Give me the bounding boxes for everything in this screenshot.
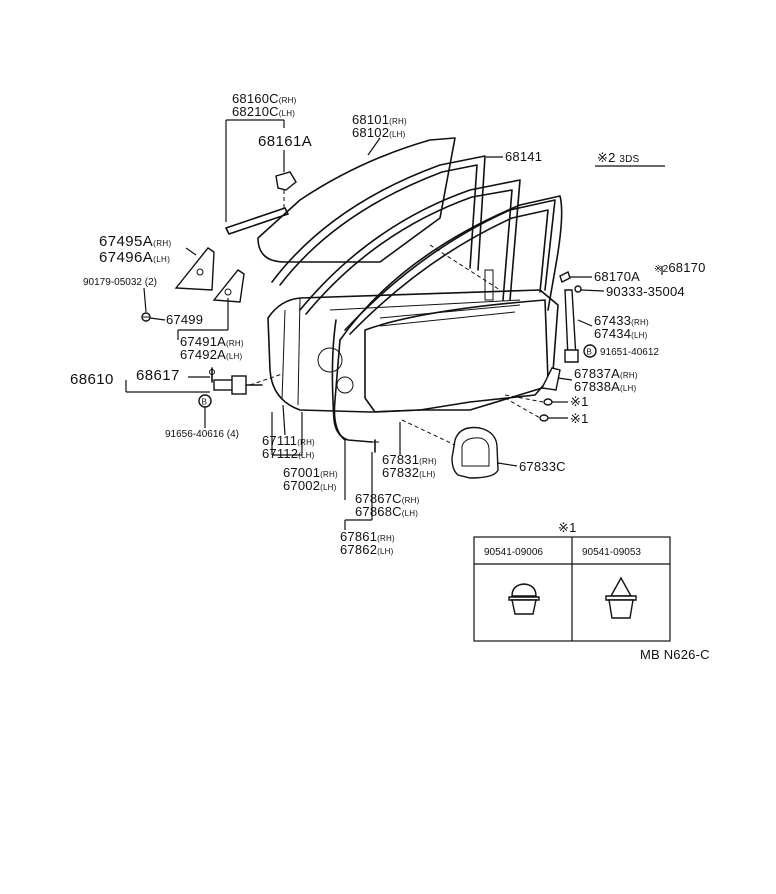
rod-clip [371, 439, 379, 453]
label-67837a: 67837A(RH) [574, 366, 638, 381]
clip-inset-table: ※1 90541-09006 90541-09053 [473, 520, 671, 642]
corner-piece [212, 269, 245, 303]
glass-run-channel [271, 155, 486, 286]
door-shell [267, 269, 559, 413]
trim-pad [540, 367, 561, 391]
label-67111: 67111(RH) [262, 433, 315, 448]
label-90179: 90179-05032 (2) [83, 277, 157, 288]
door-check [209, 369, 263, 395]
label-67434: 67434(LH) [594, 326, 648, 341]
door-frame-outer [299, 179, 556, 335]
label-68617: 68617 [136, 367, 180, 384]
inset-col1-header: 90541-09006 [484, 547, 543, 558]
corner-cover [174, 247, 215, 291]
label-91651: 91651-40612 [600, 347, 659, 358]
inset-title: ※1 [558, 520, 577, 535]
lock-rod [331, 319, 373, 443]
label-67002: 67002(LH) [283, 478, 337, 493]
label-68161a: 68161A [258, 133, 312, 150]
label-68170: ※268170 [654, 260, 706, 275]
label-67838a: 67838A(LH) [574, 379, 637, 394]
hole-cover [451, 426, 499, 479]
label-67496a: 67496A(LH) [99, 249, 170, 266]
bolt-marker-icon: B [198, 394, 212, 408]
trim-clip-icon [543, 398, 553, 406]
svg-text:B: B [587, 348, 592, 357]
label-67001: 67001(RH) [283, 465, 338, 480]
glass-channel-clip [275, 171, 297, 191]
label-67833c: 67833C [519, 459, 566, 474]
label-67861: 67861(RH) [340, 529, 395, 544]
label-91656: 91656-40616 (4) [165, 429, 239, 440]
label-67433: 67433(RH) [594, 313, 649, 328]
label-67868c: 67868C(LH) [355, 504, 418, 519]
label-68160c: 68160C(RH) [232, 91, 297, 106]
label-67495a: 67495A(RH) [99, 233, 172, 250]
label-67832: 67832(LH) [382, 465, 436, 480]
clip-icon [559, 271, 571, 283]
label-90333: 90333-35004 [606, 284, 685, 299]
screw-icon [141, 312, 151, 322]
label-67492a: 67492A(LH) [180, 347, 243, 362]
label-67499: 67499 [166, 312, 203, 327]
clip-90541-09053-icon [605, 576, 637, 619]
label-clip-ref-1: ※1 [570, 394, 589, 409]
inset-col2-header: 90541-09053 [582, 547, 641, 558]
label-68101: 68101(RH) [352, 112, 407, 127]
door-glass [257, 137, 456, 263]
label-68141: 68141 [505, 149, 542, 164]
clip-icon [574, 285, 582, 293]
diagram-code: MB N626-C [640, 647, 710, 662]
clip-90541-09006-icon [508, 583, 540, 615]
label-67491a: 67491A(RH) [180, 334, 244, 349]
label-67831: 67831(RH) [382, 452, 437, 467]
label-clip-ref-2: ※1 [570, 411, 589, 426]
bolt-marker-icon: B [583, 344, 597, 358]
leader-lines [125, 119, 665, 530]
label-68610: 68610 [70, 371, 114, 388]
label-67867c: 67867C(RH) [355, 491, 420, 506]
label-68102: 68102(LH) [352, 125, 406, 140]
trim-clip-icon [539, 414, 549, 422]
service-hole-cover [364, 299, 549, 413]
label-note-3ds: ※2 3DS [597, 150, 640, 165]
belt-moulding [225, 207, 289, 235]
label-67112: 67112(LH) [262, 446, 315, 461]
part-labels: 68160C(RH) 68210C(LH) 68161A 68101(RH) 6… [70, 91, 706, 557]
label-68210c: 68210C(LH) [232, 104, 295, 119]
division-bar [564, 289, 579, 363]
label-67862: 67862(LH) [340, 542, 394, 557]
label-68170a: 68170A [594, 269, 640, 284]
svg-text:B: B [202, 398, 207, 407]
